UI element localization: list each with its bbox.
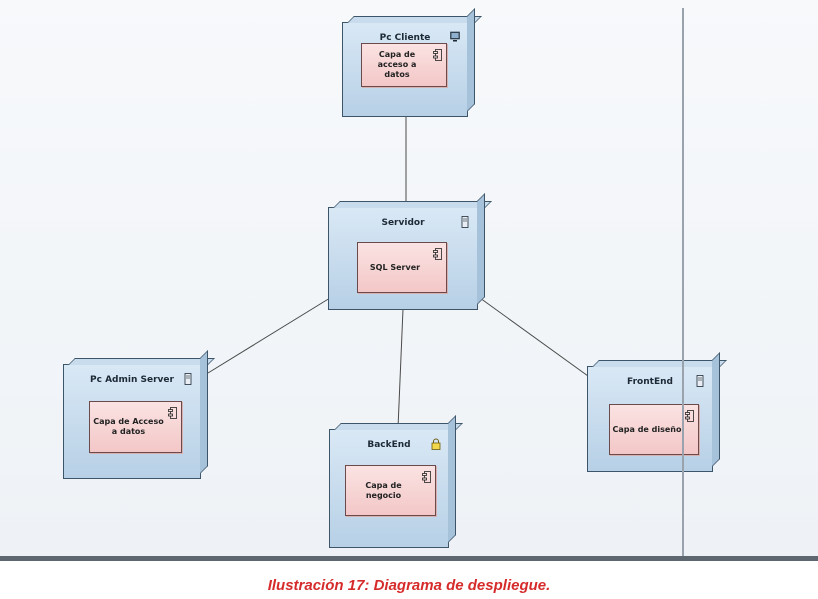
server-icon — [696, 375, 704, 387]
bottom-border — [0, 556, 818, 561]
component-frontend[interactable]: Capa de diseño — [609, 404, 699, 455]
node-3d-top — [347, 16, 482, 23]
node-title: FrontEnd — [627, 377, 673, 387]
node-3d-top — [68, 358, 215, 365]
node-3d-side — [448, 415, 456, 543]
edge-servidor-backend — [397, 308, 404, 429]
lock-icon — [431, 438, 441, 450]
node-frontend[interactable]: FrontEnd Capa de diseño — [587, 352, 727, 472]
component-pc-admin-server[interactable]: Capa de Acceso a datos — [89, 401, 182, 453]
component-label: Capa de diseño — [612, 424, 682, 434]
component-label: Capa de Acceso a datos — [93, 417, 164, 436]
node-title: BackEnd — [367, 440, 411, 450]
node-title: Pc Admin Server — [90, 375, 174, 385]
node-pc-cliente[interactable]: Pc Cliente Capa de acceso a datos — [342, 8, 482, 117]
component-label: Capa de acceso a datos — [377, 50, 417, 79]
component-icon — [433, 248, 442, 260]
node-backend[interactable]: BackEnd Capa de negocio — [329, 415, 463, 548]
node-3d-side — [200, 350, 208, 474]
node-title: Pc Cliente — [379, 33, 431, 43]
component-icon — [422, 471, 431, 483]
edge-servidor-frontend — [479, 297, 589, 377]
node-3d-top — [334, 423, 463, 430]
component-backend[interactable]: Capa de negocio — [345, 465, 436, 516]
component-label: Capa de negocio — [365, 480, 402, 500]
component-icon — [168, 407, 177, 419]
desktop-icon — [450, 31, 460, 42]
component-label: SQL Server — [369, 262, 421, 272]
diagram-canvas: Pc Cliente Capa de acceso a datos Servid… — [0, 0, 818, 560]
node-servidor[interactable]: Servidor SQL Server — [328, 193, 492, 310]
node-3d-top — [592, 360, 727, 367]
connection-lines — [207, 116, 589, 429]
server-icon — [184, 373, 192, 385]
component-icon — [685, 410, 694, 422]
node-title: Servidor — [381, 218, 425, 228]
node-3d-top — [333, 201, 492, 208]
component-pc-cliente[interactable]: Capa de acceso a datos — [361, 43, 447, 87]
swimlane-divider — [682, 8, 684, 556]
node-3d-side — [712, 352, 720, 467]
node-pc-admin-server[interactable]: Pc Admin Server Capa de Acceso a datos — [63, 350, 215, 479]
figure-caption: Ilustración 17: Diagrama de despliegue. — [267, 577, 551, 594]
server-icon — [461, 216, 469, 228]
component-icon — [433, 49, 442, 61]
node-3d-side — [477, 193, 485, 305]
edge-servidor-pc-admin-server — [207, 297, 331, 374]
component-servidor[interactable]: SQL Server — [357, 242, 447, 293]
node-3d-side — [467, 8, 475, 112]
